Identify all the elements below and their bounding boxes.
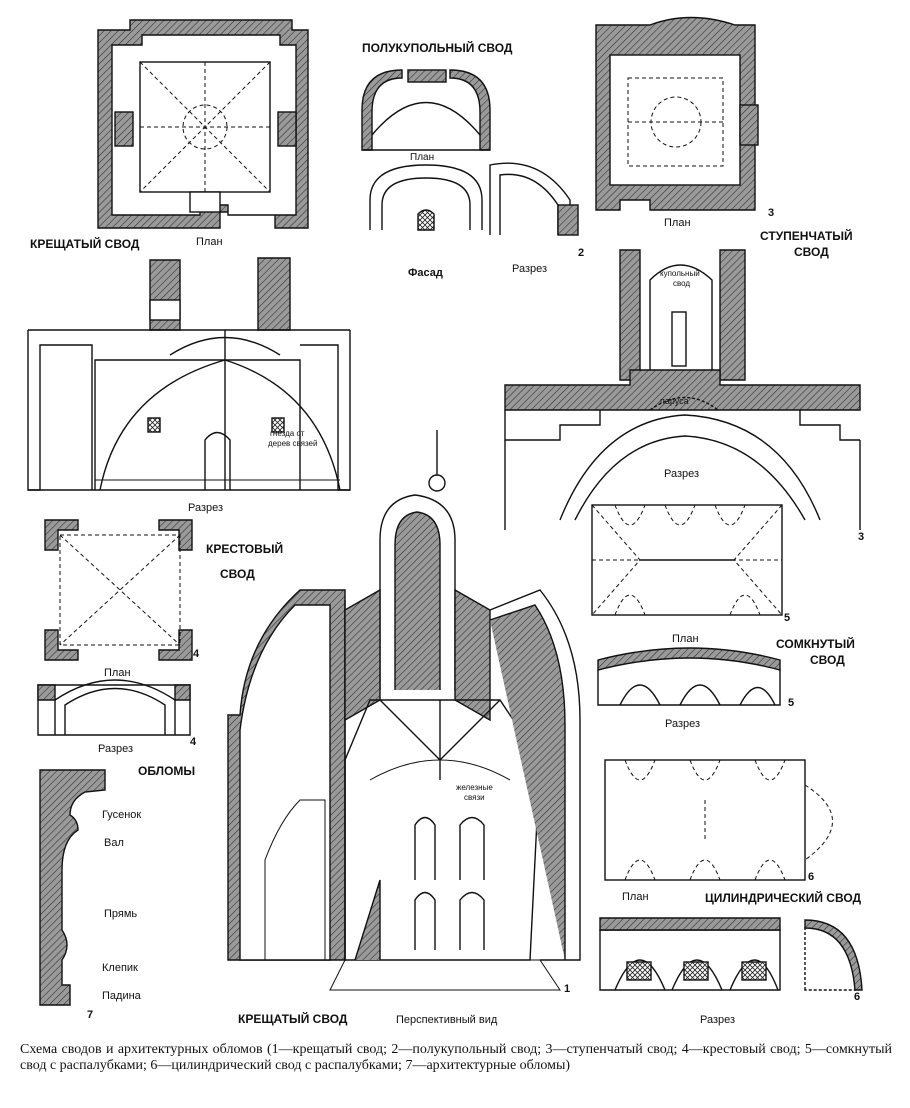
label-somknuty-1: СОМКНУТЫЙ: [776, 636, 855, 651]
label-plan-5: План: [672, 633, 699, 645]
label-krestaty-svod-top: КРЕЩАТЫЙ СВОД: [30, 236, 140, 251]
label-oblomy: ОБЛОМЫ: [138, 764, 195, 778]
label-plan-1: План: [196, 236, 223, 248]
label-num-3-bottom: 3: [858, 531, 864, 543]
label-polukupolny-svod: ПОЛУКУПОЛЬНЫЙ СВОД: [362, 40, 513, 55]
oblomy-profile: [39, 769, 106, 1006]
label-krestaty-svod-bottom: КРЕЩАТЫЙ СВОД: [238, 1011, 348, 1026]
krestovy-svod-drawings: [37, 519, 193, 736]
razrez-krestaty-svod: [27, 257, 351, 491]
label-razrez-6: Разрез: [700, 1014, 735, 1026]
label-kupolny-2: свод: [673, 279, 690, 288]
cilindrichesky-svod-drawings: [599, 759, 863, 991]
label-klepik: Клепик: [102, 962, 138, 974]
label-razrez-3: Разрез: [664, 468, 699, 480]
plan-stupenchaty-svod: [595, 16, 759, 211]
label-num-5-razrez: 5: [788, 697, 794, 709]
figure-caption: Схема сводов и архитектурных обломов (1—…: [20, 1042, 892, 1073]
label-pryam: Прямь: [104, 908, 137, 920]
label-razrez-5: Разрез: [665, 718, 700, 730]
label-razrez-2: Разрез: [512, 263, 547, 275]
label-num-2: 2: [578, 247, 584, 259]
label-razrez-4: Разрез: [98, 743, 133, 755]
label-num-6-razrez: 6: [854, 991, 860, 1003]
label-zheleznye-1: железные: [456, 783, 493, 792]
label-num-3-top: 3: [768, 207, 774, 219]
label-num-4-razrez: 4: [190, 736, 197, 748]
label-somknuty-2: СВОД: [810, 653, 845, 667]
label-gnezda-2: дерев связей: [268, 439, 317, 448]
label-perspektivny-vid: Перспективный вид: [396, 1014, 498, 1026]
label-num-7: 7: [87, 1009, 93, 1021]
label-gusenok: Гусенок: [102, 809, 141, 821]
label-krestovy-2: СВОД: [220, 567, 255, 581]
label-stupenchaty-2: СВОД: [794, 245, 829, 259]
perspektivny-vid: [227, 430, 581, 991]
label-cilindrichesky: ЦИЛИНДРИЧЕСКИЙ СВОД: [705, 890, 861, 905]
label-kupolny-1: купольный: [660, 269, 700, 278]
razrez-stupenchaty-svod: [504, 249, 861, 530]
label-val: Вал: [104, 837, 124, 849]
label-num-6-plan: 6: [808, 871, 814, 883]
polukupolny-svod-drawings: [361, 69, 579, 236]
label-parusa: паруса: [660, 396, 689, 406]
label-zheleznye-2: связи: [464, 793, 485, 802]
label-plan-4: План: [104, 667, 131, 679]
label-razrez-1: Разрез: [188, 502, 223, 514]
label-fasad: Фасад: [408, 267, 443, 279]
label-num-5-plan: 5: [784, 612, 790, 624]
plan-krestaty-svod: [97, 19, 309, 229]
label-plan-3: План: [664, 217, 691, 229]
somknuty-svod-drawings: [591, 504, 783, 706]
label-num-4-plan: 4: [193, 648, 200, 660]
label-gnezda-1: гнезда от: [270, 429, 305, 438]
label-stupenchaty-1: СТУПЕНЧАТЫЙ: [760, 228, 853, 243]
label-padina: Падина: [102, 990, 142, 1002]
label-krestovy-1: КРЕСТОВЫЙ: [206, 541, 283, 556]
label-plan-2: План: [410, 152, 434, 163]
label-num-1: 1: [564, 983, 570, 995]
label-plan-6: План: [622, 891, 649, 903]
